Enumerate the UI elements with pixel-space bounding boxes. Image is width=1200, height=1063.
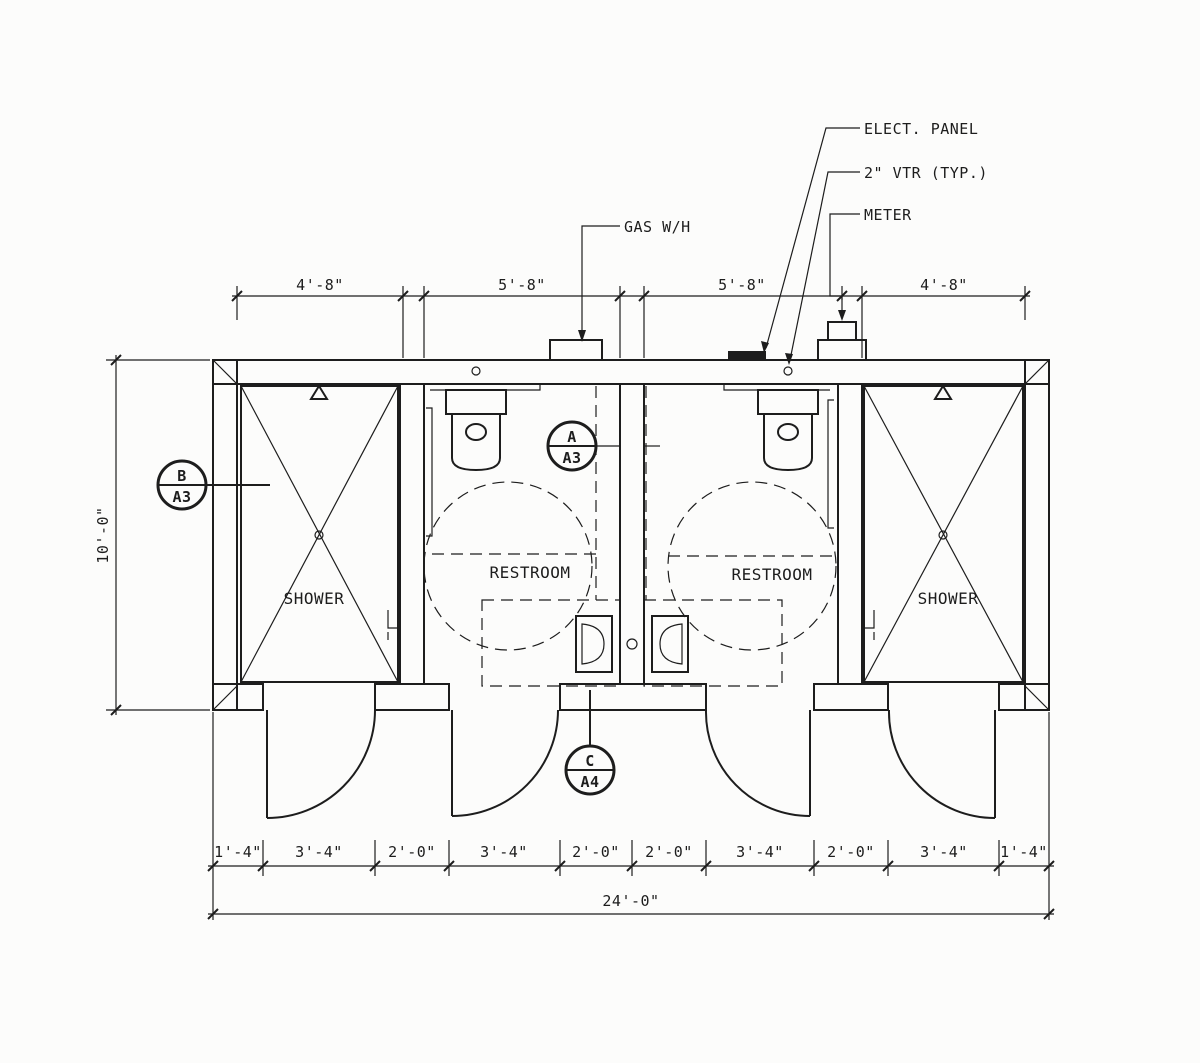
dim-bottom-6: 2'-0"	[645, 843, 693, 861]
meter	[827, 321, 857, 341]
section-tag-a-letter: A	[567, 428, 577, 446]
callout-leaders	[578, 127, 860, 365]
shower-right	[863, 384, 1024, 683]
section-tag-c-sheet: A4	[580, 773, 599, 791]
dim-bottom-3: 2'-0"	[388, 843, 436, 861]
room-label-restroom-left: RESTROOM	[489, 563, 570, 582]
toilet-bowl	[763, 413, 813, 472]
section-tag-a: A A3	[546, 420, 620, 472]
dim-bottom-8: 2'-0"	[827, 843, 875, 861]
restroom-left-fixtures	[423, 366, 621, 687]
shower-head-icon	[309, 384, 329, 400]
gas-wh-label: GAS W/H	[624, 218, 691, 236]
room-label-shower-right: SHOWER	[918, 589, 979, 608]
section-tag-b: B A3	[156, 459, 270, 511]
electrical-panel	[728, 351, 766, 360]
dim-top-2: 5'-8"	[498, 276, 546, 294]
walls	[212, 359, 1050, 711]
section-tag-b-sheet: A3	[172, 488, 191, 506]
room-label-shower-left: SHOWER	[284, 589, 345, 608]
meter-label: METER	[864, 206, 912, 224]
dim-bottom-9: 3'-4"	[920, 843, 968, 861]
equipment	[549, 321, 867, 361]
vtr-label: 2" VTR (TYP.)	[864, 164, 988, 182]
elect-panel-label: ELECT. PANEL	[864, 120, 978, 138]
section-tag-c: C A4	[564, 690, 616, 796]
section-tag-c-letter: C	[585, 752, 595, 770]
doors	[266, 709, 996, 819]
toilet-bowl	[451, 413, 501, 472]
restroom-right-fixtures	[626, 366, 837, 687]
dim-bottom-2: 3'-4"	[295, 843, 343, 861]
dim-bottom-7: 3'-4"	[736, 843, 784, 861]
dim-bottom-10: 1'-4"	[1000, 843, 1048, 861]
meter-box	[817, 339, 867, 361]
dim-top-1: 4'-8"	[296, 276, 344, 294]
shower-head-icon	[933, 384, 953, 400]
dim-top-4: 4'-8"	[920, 276, 968, 294]
dim-overall-width: 24'-0"	[602, 892, 659, 910]
toilet-tank	[445, 389, 507, 415]
sink	[575, 615, 613, 673]
sink	[651, 615, 689, 673]
toilet-tank	[757, 389, 819, 415]
dim-overall-depth: 10'-0"	[94, 506, 112, 563]
section-tag-a-sheet: A3	[562, 449, 581, 467]
shower-left	[240, 384, 399, 683]
gas-water-heater	[549, 339, 603, 361]
dim-bottom-5: 2'-0"	[572, 843, 620, 861]
section-tag-b-letter: B	[177, 467, 187, 485]
dim-top-3: 5'-8"	[718, 276, 766, 294]
room-label-restroom-right: RESTROOM	[731, 565, 812, 584]
dimension-lines	[106, 286, 1055, 920]
dim-bottom-4: 3'-4"	[480, 843, 528, 861]
dim-bottom-1: 1'-4"	[214, 843, 262, 861]
